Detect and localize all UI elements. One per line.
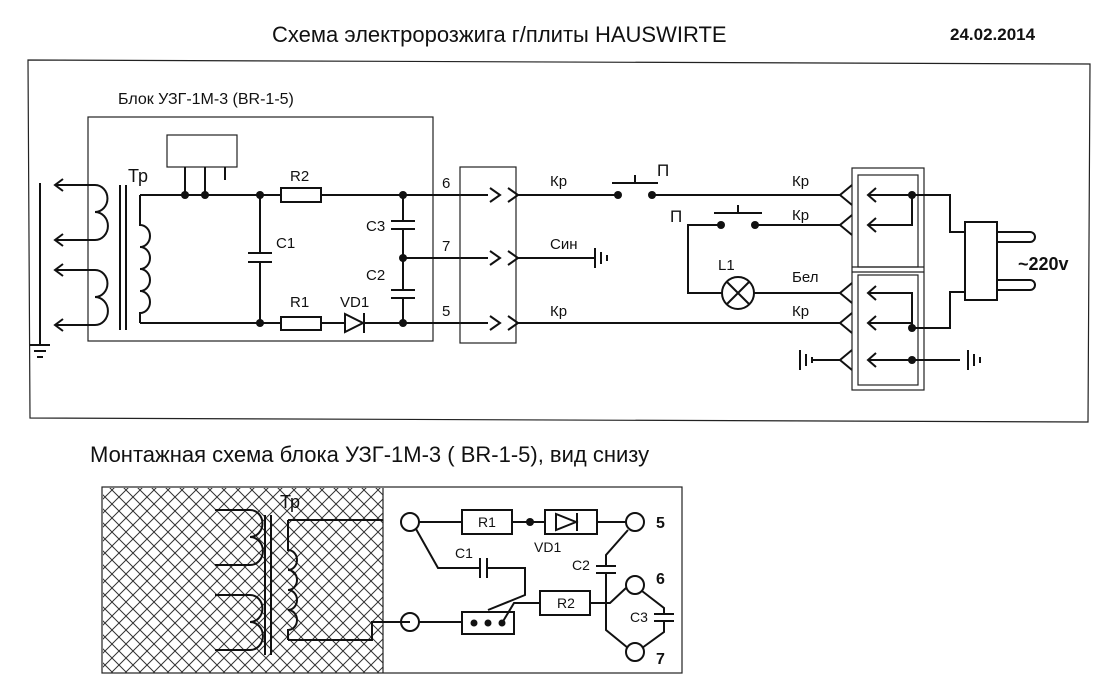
button-p2-label: П (670, 207, 682, 226)
bottom-diode-vd1 (544, 509, 598, 535)
wire-kr-label-2: Кр (792, 173, 809, 190)
bottom-capacitor-c1 (479, 558, 488, 578)
ground-symbol-mid (594, 248, 608, 268)
voltage-label: ~220v (1018, 254, 1069, 274)
wire-kr-label-3: Кр (550, 303, 567, 320)
bottom-c3-label: C3 (630, 609, 648, 625)
connector-block (459, 166, 517, 344)
top-frame (27, 59, 1091, 423)
button-p1-label: П (657, 161, 669, 180)
pad-7-label: 7 (656, 651, 665, 668)
socket-arrows (838, 184, 853, 371)
diagram-title: Схема электророзжига г/плиты HAUSWIRTE (272, 22, 727, 47)
wire-sin-label: Син (550, 236, 578, 253)
mains-plug (964, 221, 1036, 301)
bottom-c2-label: C2 (572, 557, 590, 573)
c2-label: C2 (366, 267, 385, 284)
vd1-label: VD1 (340, 294, 369, 311)
bottom-transformer (215, 509, 410, 655)
terminal-block (851, 167, 925, 391)
mounting-title: Монтажная схема блока УЗГ-1М-3 ( BR-1-5)… (90, 442, 649, 467)
pin-6-label: 6 (442, 175, 450, 192)
wire-kr-label-1: Кр (550, 173, 567, 190)
capacitor-c2 (391, 258, 415, 323)
ground-symbol-left (30, 344, 50, 358)
pad-5-label: 5 (656, 515, 665, 532)
transformer-primary-coil (139, 195, 151, 323)
bottom-vd1-label: VD1 (534, 539, 561, 555)
pcb-hatched-area (103, 488, 383, 673)
ground-symbol-right (967, 350, 981, 370)
transformer-core (119, 185, 127, 330)
c1-label: C1 (276, 235, 295, 252)
bottom-resistor-r1 (461, 509, 513, 535)
c3-label: C3 (366, 218, 385, 235)
bottom-r1-label: R1 (478, 514, 496, 530)
spark-output-arrows (53, 178, 95, 332)
pin-5-label: 5 (442, 303, 450, 320)
button-p2 (714, 205, 762, 214)
transformer-secondary-coil (94, 184, 109, 326)
bottom-capacitor-c3 (654, 613, 674, 622)
bottom-transformer-label: Тр (280, 492, 300, 512)
wire-kr-label-5: Кр (792, 207, 809, 224)
bottom-capacitor-c2 (596, 565, 616, 574)
pcb-outline (101, 486, 683, 674)
block-outline (87, 116, 434, 342)
pad-left-top (400, 512, 420, 532)
r1-label: R1 (290, 294, 309, 311)
diode-vd1 (344, 312, 366, 334)
transformer-label: Тр (128, 166, 148, 186)
pad-7 (625, 642, 645, 662)
resistor-r2 (280, 187, 322, 203)
wire-bel-label: Бел (792, 269, 818, 286)
r2-label: R2 (290, 168, 309, 185)
pad-6 (625, 575, 645, 595)
capacitor-c3 (391, 195, 415, 258)
spark-gap-box (166, 134, 238, 168)
bottom-r2-label: R2 (557, 595, 575, 611)
ground-symbol-bottom (799, 350, 813, 370)
connector-pins (489, 187, 520, 331)
button-p1 (612, 175, 658, 184)
resistor-r1 (280, 316, 322, 331)
capacitor-c1 (248, 195, 272, 323)
bottom-c1-label: C1 (455, 545, 473, 561)
lamp-l1-label: L1 (718, 257, 735, 274)
pad-5 (625, 512, 645, 532)
diagram-date: 24.02.2014 (950, 25, 1036, 44)
wire-kr-label-4: Кр (792, 303, 809, 320)
pin-7-label: 7 (442, 238, 450, 255)
block-label: Блок УЗГ-1М-3 (BR-1-5) (118, 91, 294, 108)
lamp-l1 (721, 276, 755, 310)
pad-6-label: 6 (656, 571, 665, 588)
